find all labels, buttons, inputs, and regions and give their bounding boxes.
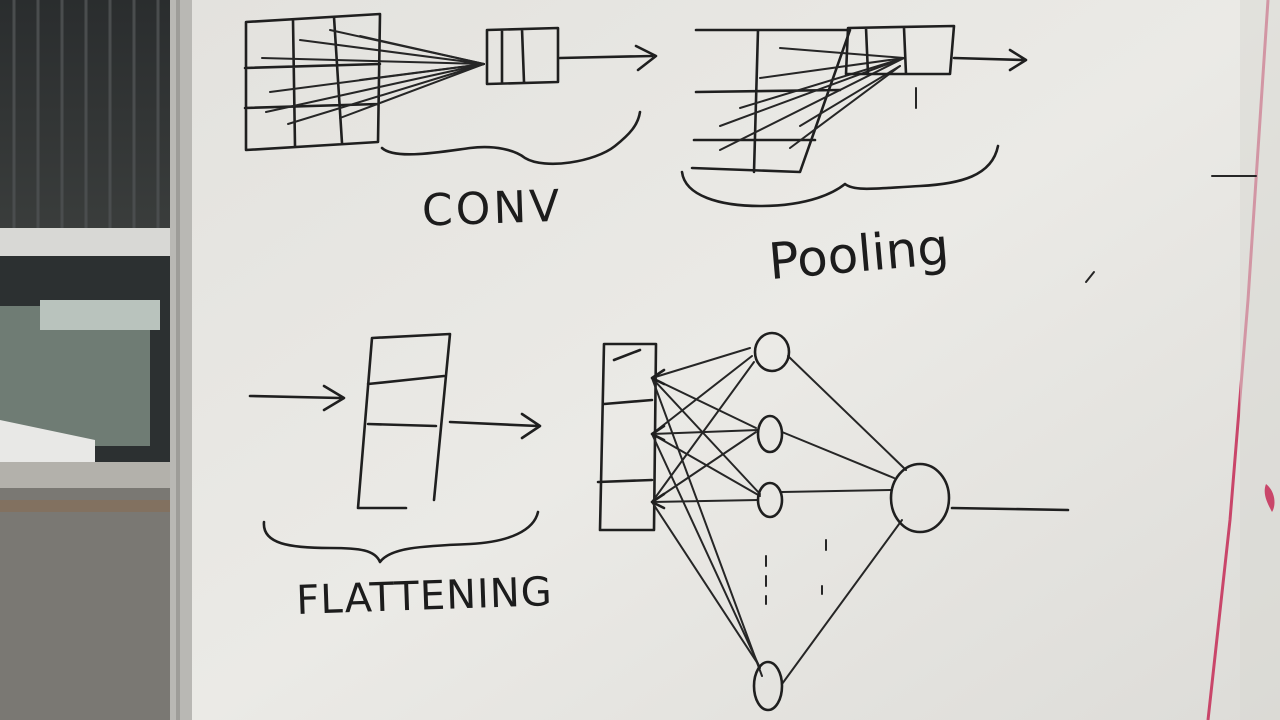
conv-kernel-lines: [261, 29, 485, 125]
conv-diagram: CONV: [243, 12, 658, 237]
hidden-ellipsis: [765, 539, 827, 605]
pooling-input-grid: [690, 28, 852, 174]
fully-connected-diagram: [596, 331, 1070, 712]
hidden-node-2: [756, 414, 784, 454]
conv-label: CONV: [421, 181, 563, 237]
flatten-brace: [262, 510, 540, 564]
hidden-node-1: [753, 331, 791, 373]
flatten-in-arrow: [248, 384, 346, 412]
fc-connections: [651, 347, 907, 685]
fc-input-vector: [596, 342, 658, 532]
conv-arrow: [558, 44, 658, 72]
conv-feature-map: [485, 26, 560, 86]
pooling-arrow: [952, 48, 1028, 72]
conv-brace: [380, 110, 642, 166]
flatten-out-arrow: [448, 412, 542, 440]
hidden-node-n: [752, 660, 784, 712]
background-window: [0, 0, 190, 720]
output-node: [889, 462, 951, 534]
flattening-diagram: FLATTENING: [248, 332, 554, 624]
conv-input-grid: [243, 12, 382, 152]
pooling-brace: [680, 144, 1000, 208]
flatten-column: [356, 332, 452, 510]
red-marker-smudge: [1264, 484, 1275, 512]
output-line: [950, 506, 1070, 512]
fc-arrowheads: [650, 368, 666, 510]
flattening-label: FLATTENING: [296, 569, 554, 624]
hidden-node-3: [756, 481, 784, 519]
pooling-output-box: [844, 24, 956, 76]
